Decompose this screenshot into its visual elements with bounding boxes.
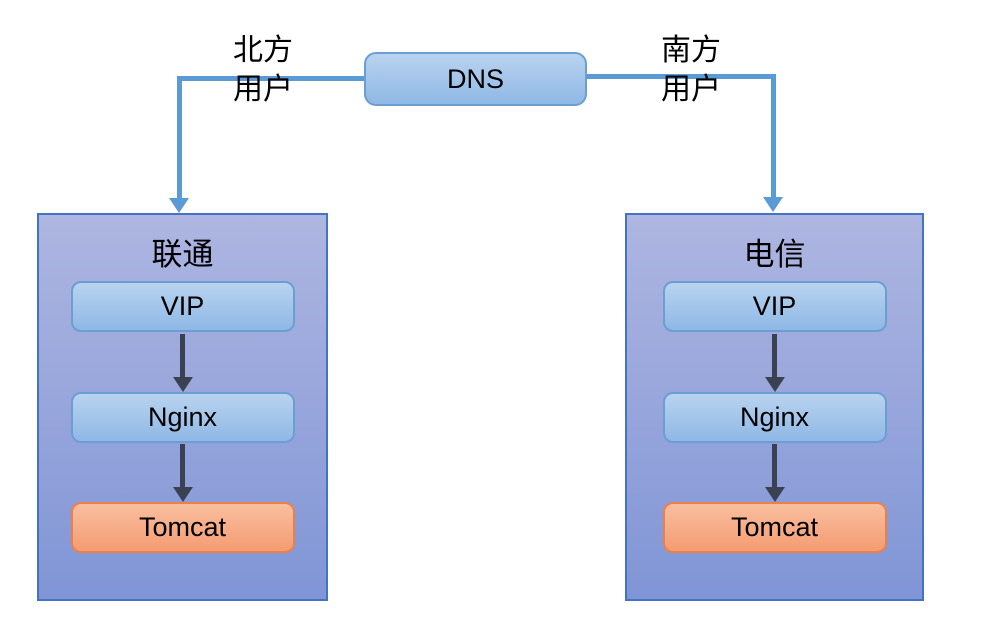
telecom-arrowhead-nginx-to-tomcat-icon	[764, 487, 785, 502]
unicom-arrow-vip-to-nginx	[180, 334, 185, 378]
edge-label-north-line2: 用户	[233, 73, 293, 106]
unicom-vip-node: VIP	[70, 281, 295, 332]
cluster-unicom: 联通 VIP Nginx Tomcat	[37, 213, 328, 601]
telecom-arrow-vip-to-nginx	[772, 334, 777, 378]
telecom-nginx-node: Nginx	[662, 392, 887, 443]
unicom-nginx-node: Nginx	[70, 392, 295, 443]
unicom-tomcat-node: Tomcat	[70, 502, 295, 553]
unicom-tomcat-label: Tomcat	[138, 512, 227, 542]
telecom-nginx-label: Nginx	[739, 402, 810, 432]
edge-label-south-line2: 用户	[661, 73, 721, 106]
unicom-nginx-label: Nginx	[147, 402, 218, 432]
telecom-arrow-nginx-to-tomcat	[772, 444, 777, 488]
arrowhead-to-unicom-icon	[169, 198, 189, 213]
edge-label-south-line1: 南方	[661, 34, 721, 67]
telecom-tomcat-label: Tomcat	[730, 512, 819, 542]
unicom-arrowhead-nginx-to-tomcat-icon	[172, 487, 193, 502]
cluster-unicom-title: 联通	[151, 237, 214, 272]
edge-label-north-line1: 北方	[233, 34, 293, 67]
edge-label-south-users: 南方 用户	[636, 31, 746, 109]
telecom-arrowhead-vip-to-nginx-icon	[764, 377, 785, 392]
connector-dns-to-unicom-horizontal	[177, 76, 366, 81]
telecom-vip-node: VIP	[662, 281, 887, 332]
dns-node: DNS	[364, 52, 587, 106]
arrowhead-to-telecom-icon	[763, 197, 783, 212]
edge-label-north-users: 北方 用户	[208, 31, 318, 109]
unicom-vip-label: VIP	[160, 291, 205, 321]
dns-node-label: DNS	[446, 63, 504, 94]
unicom-arrowhead-vip-to-nginx-icon	[172, 377, 193, 392]
unicom-arrow-nginx-to-tomcat	[180, 444, 185, 488]
telecom-vip-label: VIP	[752, 291, 797, 321]
connector-dns-to-telecom-horizontal	[585, 74, 775, 79]
cluster-telecom: 电信 VIP Nginx Tomcat	[625, 213, 924, 601]
connector-dns-to-telecom-vertical	[771, 74, 776, 198]
connector-dns-to-unicom-vertical	[177, 76, 182, 199]
cluster-telecom-title: 电信	[743, 237, 806, 272]
telecom-tomcat-node: Tomcat	[662, 502, 887, 553]
